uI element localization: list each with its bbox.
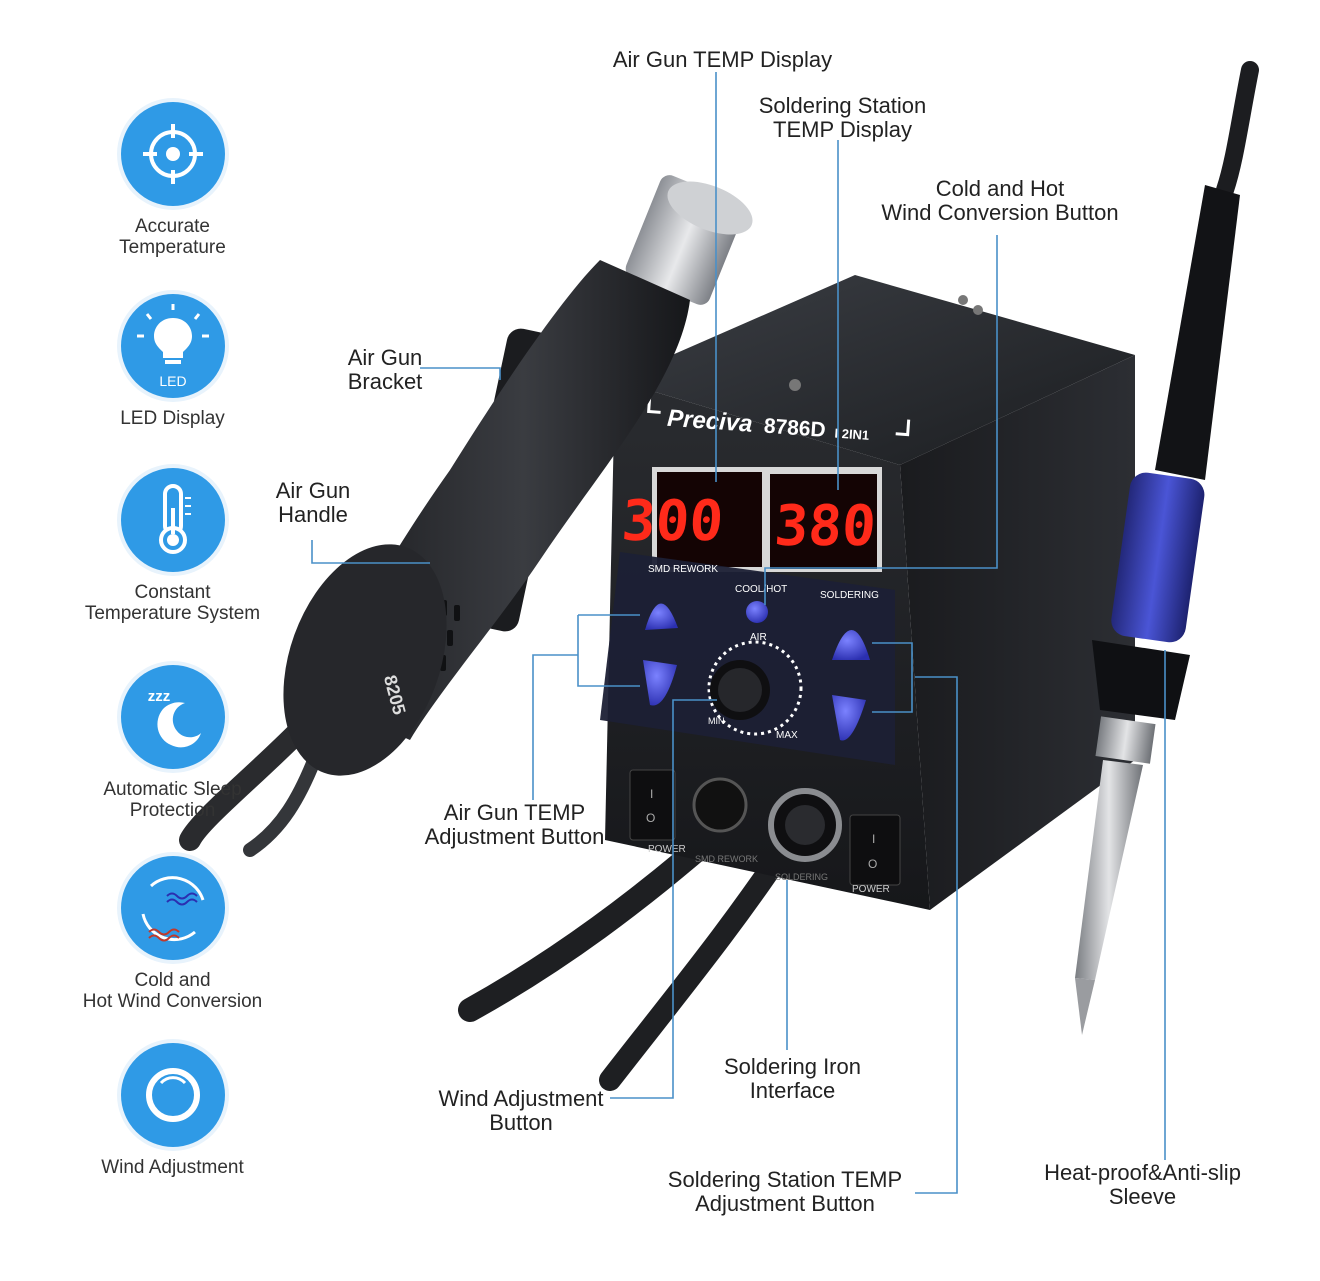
- left-power-switch: [629, 769, 676, 841]
- thermometer-icon: [120, 468, 225, 572]
- iron-tip: [1075, 978, 1095, 1035]
- svg-text:LED: LED: [159, 373, 186, 389]
- svg-text:I: I: [872, 832, 875, 846]
- callout-soldering-station-temp-adjust: Soldering Station TEMP Adjustment Button: [667, 1167, 903, 1216]
- callout-air-gun-handle: Air Gun Handle: [275, 478, 351, 527]
- air-temp-down-button: [643, 660, 677, 706]
- feature-label: Automatic Sleep Protection: [103, 779, 242, 821]
- panel-smd-label: SMD REWORK: [648, 564, 718, 575]
- right-power-label: POWER: [852, 884, 890, 895]
- callout-sleeve: Heat-proof&Anti-slip Sleeve: [1044, 1160, 1241, 1209]
- brand-name: Preciva: [666, 405, 753, 438]
- callout-cold-hot-button: Cold and Hot Wind Conversion Button: [881, 176, 1119, 225]
- feature-wind-adjustment: Wind Adjustment: [60, 1043, 285, 1178]
- svg-text:O: O: [646, 811, 655, 825]
- smd-port: [692, 777, 748, 833]
- feature-accurate-temperature: Accurate Temperature: [60, 102, 285, 258]
- wind-knob: AIR MIN MAX: [707, 632, 803, 741]
- air-temp-value: 300: [620, 489, 726, 554]
- iron-shaft: [1075, 760, 1143, 980]
- air-temp-up-button: [645, 603, 678, 630]
- callout-air-gun-bracket: Air Gun Bracket: [347, 345, 423, 394]
- iron-temp-value: 380: [772, 494, 878, 559]
- iron-cable: [599, 829, 801, 1091]
- panel-soldering-label: SOLDERING: [820, 590, 879, 601]
- feature-label: LED Display: [120, 408, 225, 429]
- moon-sleep-icon: zzz: [120, 665, 225, 769]
- callout-air-gun-temp-display: Air Gun TEMP Display: [612, 47, 833, 72]
- panel-coolhot-label: COOL/HOT: [735, 584, 787, 595]
- svg-text:O: O: [868, 857, 877, 871]
- port-left-label: SMD REWORK: [695, 854, 758, 864]
- leader-lines: [311, 72, 1166, 1194]
- station-top: [615, 275, 1135, 465]
- right-power-switch: [849, 814, 901, 886]
- feature-constant-temperature: Constant Temperature System: [60, 468, 285, 624]
- brand-label: Preciva 8786D I 2IN1: [647, 395, 911, 443]
- iron-temp-display: [770, 474, 877, 569]
- svg-text:zzz: zzz: [147, 688, 170, 705]
- callout-soldering-station-temp-display: Soldering Station TEMP Display: [758, 93, 927, 142]
- iron-handle-upper: [1155, 185, 1240, 480]
- cool-hot-button: [746, 601, 768, 623]
- iron-grip: [1111, 472, 1205, 643]
- crosshair-icon: [120, 102, 225, 206]
- iron-sleeve: [1092, 640, 1190, 720]
- iron-temp-up-button: [832, 630, 870, 660]
- port-right-label: SOLDERING: [775, 872, 828, 882]
- feature-label: Accurate Temperature: [119, 216, 226, 258]
- feature-label: Cold and Hot Wind Conversion: [82, 970, 263, 1012]
- model-suffix: I 2IN1: [834, 426, 870, 443]
- feature-automatic-sleep: zzz Automatic Sleep Protection: [60, 665, 285, 821]
- airflow-cycle-icon: [120, 856, 225, 960]
- hot-air-gun: 8205: [283, 175, 753, 776]
- feature-cold-hot-wind: Cold and Hot Wind Conversion: [60, 856, 285, 1012]
- iron-collar: [1095, 716, 1156, 764]
- feature-label: Wind Adjustment: [101, 1157, 244, 1178]
- knob-air-label: AIR: [750, 632, 767, 643]
- iron-top-cable: [1216, 61, 1259, 199]
- knob-min-label: MIN: [708, 716, 725, 726]
- gun-handle: [283, 544, 447, 776]
- station-side: [900, 355, 1135, 910]
- callout-air-gun-temp-adjust: Air Gun TEMP Adjustment Button: [424, 800, 605, 849]
- feature-led-display: LED LED Display: [60, 294, 285, 429]
- ring-icon: [120, 1043, 225, 1147]
- feature-label: Constant Temperature System: [84, 582, 261, 624]
- iron-temp-down-button: [832, 695, 866, 741]
- svg-text:I: I: [650, 787, 653, 801]
- model-number: 8786D: [763, 415, 826, 442]
- air-gun-cable: [179, 719, 311, 851]
- air-temp-display: [657, 472, 762, 567]
- lightbulb-icon: LED: [120, 294, 225, 398]
- callout-wind-adjust-button: Wind Adjustment Button: [438, 1086, 604, 1135]
- knob-max-label: MAX: [776, 730, 798, 741]
- temp-displays: 300 380: [620, 467, 882, 572]
- left-power-label: POWER: [648, 844, 686, 855]
- callout-soldering-iron-interface: Soldering Iron Interface: [724, 1054, 861, 1103]
